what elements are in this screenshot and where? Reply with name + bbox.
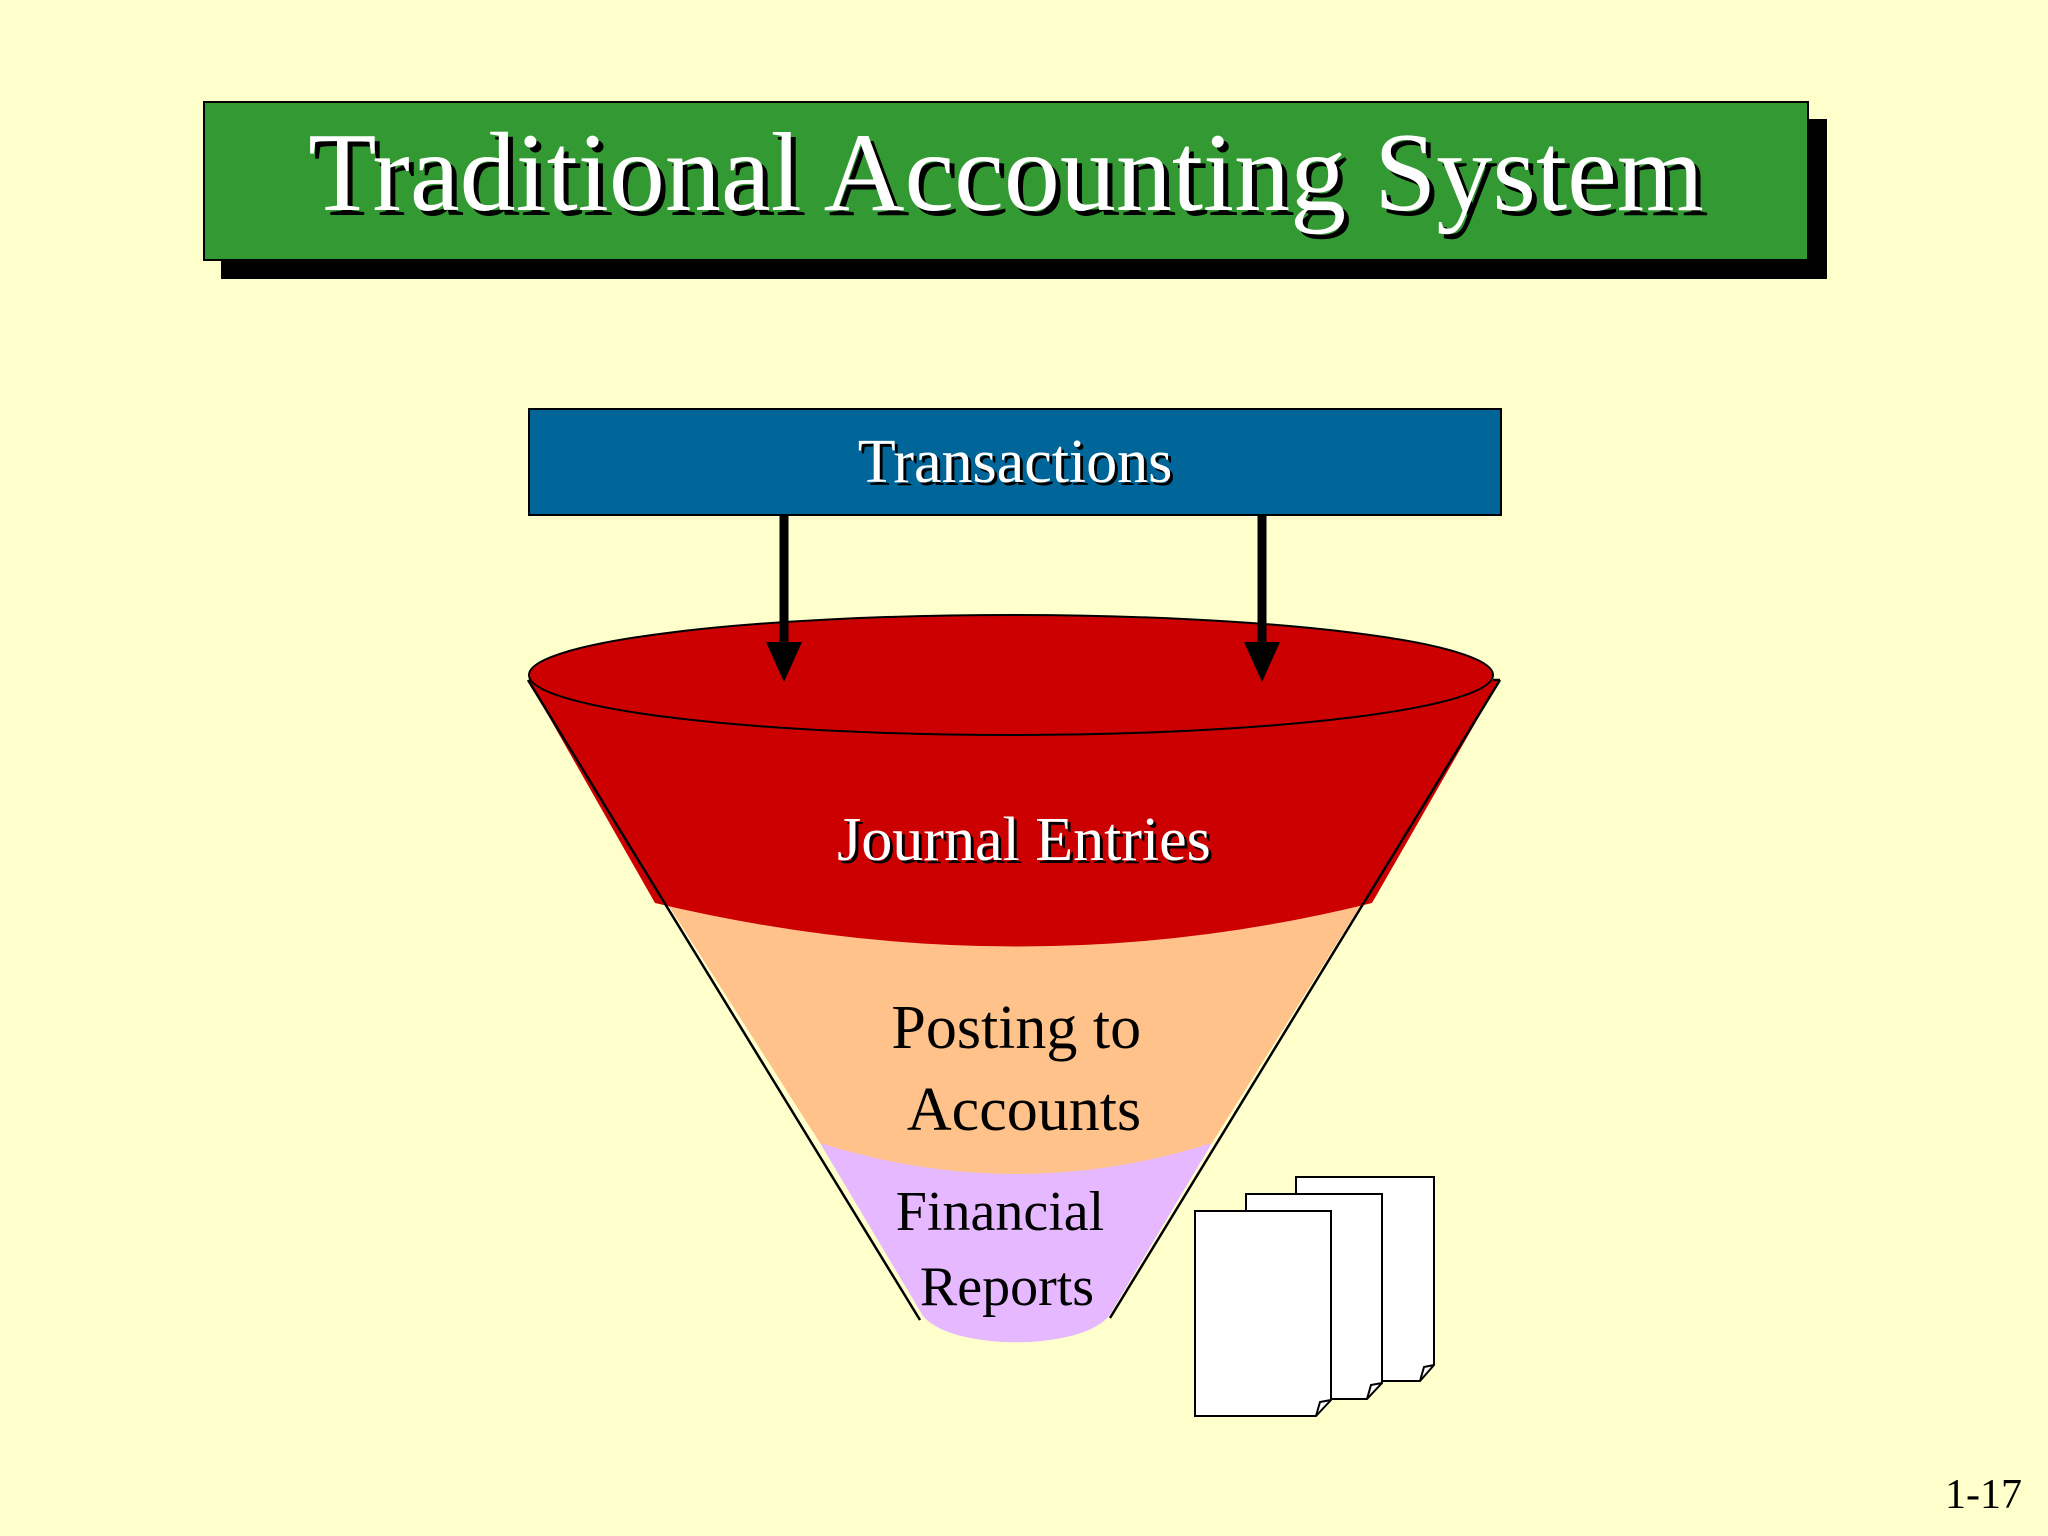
funnel-left-edge — [526, 679, 922, 1321]
funnel-rim — [528, 614, 1494, 736]
reports-label-line-1: Financial — [896, 1181, 1104, 1243]
posting-label: Posting to Accounts — [891, 994, 1156, 1144]
reports-label-line-2: Reports — [920, 1256, 1094, 1318]
transactions-rect — [528, 408, 1502, 516]
posting-fill — [667, 903, 1362, 1174]
funnel-stage-reports: Financial Reports — [820, 1143, 1212, 1343]
document-stack-icon — [1194, 1176, 1435, 1417]
posting-label-line-1: Posting to — [891, 994, 1141, 1062]
journal-fill — [528, 680, 1500, 947]
arrow-left — [766, 515, 802, 682]
funnel-outline — [526, 678, 1502, 1321]
reports-fill — [820, 1143, 1212, 1343]
page-number: 1-17 — [1945, 1472, 2022, 1518]
transactions-box: Transactions — [528, 408, 1502, 516]
posting-label-line-2: Accounts — [907, 1076, 1141, 1144]
funnel-right-edge — [1108, 679, 1502, 1319]
arrow-right-head — [1244, 642, 1280, 682]
funnel-stage-posting: Posting to Accounts — [667, 903, 1362, 1174]
title-banner: Traditional Accounting System — [203, 101, 1809, 261]
arrow-right — [1244, 515, 1280, 682]
document-page-front — [1194, 1210, 1332, 1417]
transactions-label: Transactions — [858, 428, 1173, 496]
slide-title: Traditional Accounting System — [308, 111, 1704, 235]
reports-label: Financial Reports — [896, 1181, 1118, 1318]
arrow-left-head — [766, 642, 802, 682]
funnel-stage-journal: Journal Entries — [528, 614, 1500, 947]
journal-label: Journal Entries — [837, 806, 1211, 874]
